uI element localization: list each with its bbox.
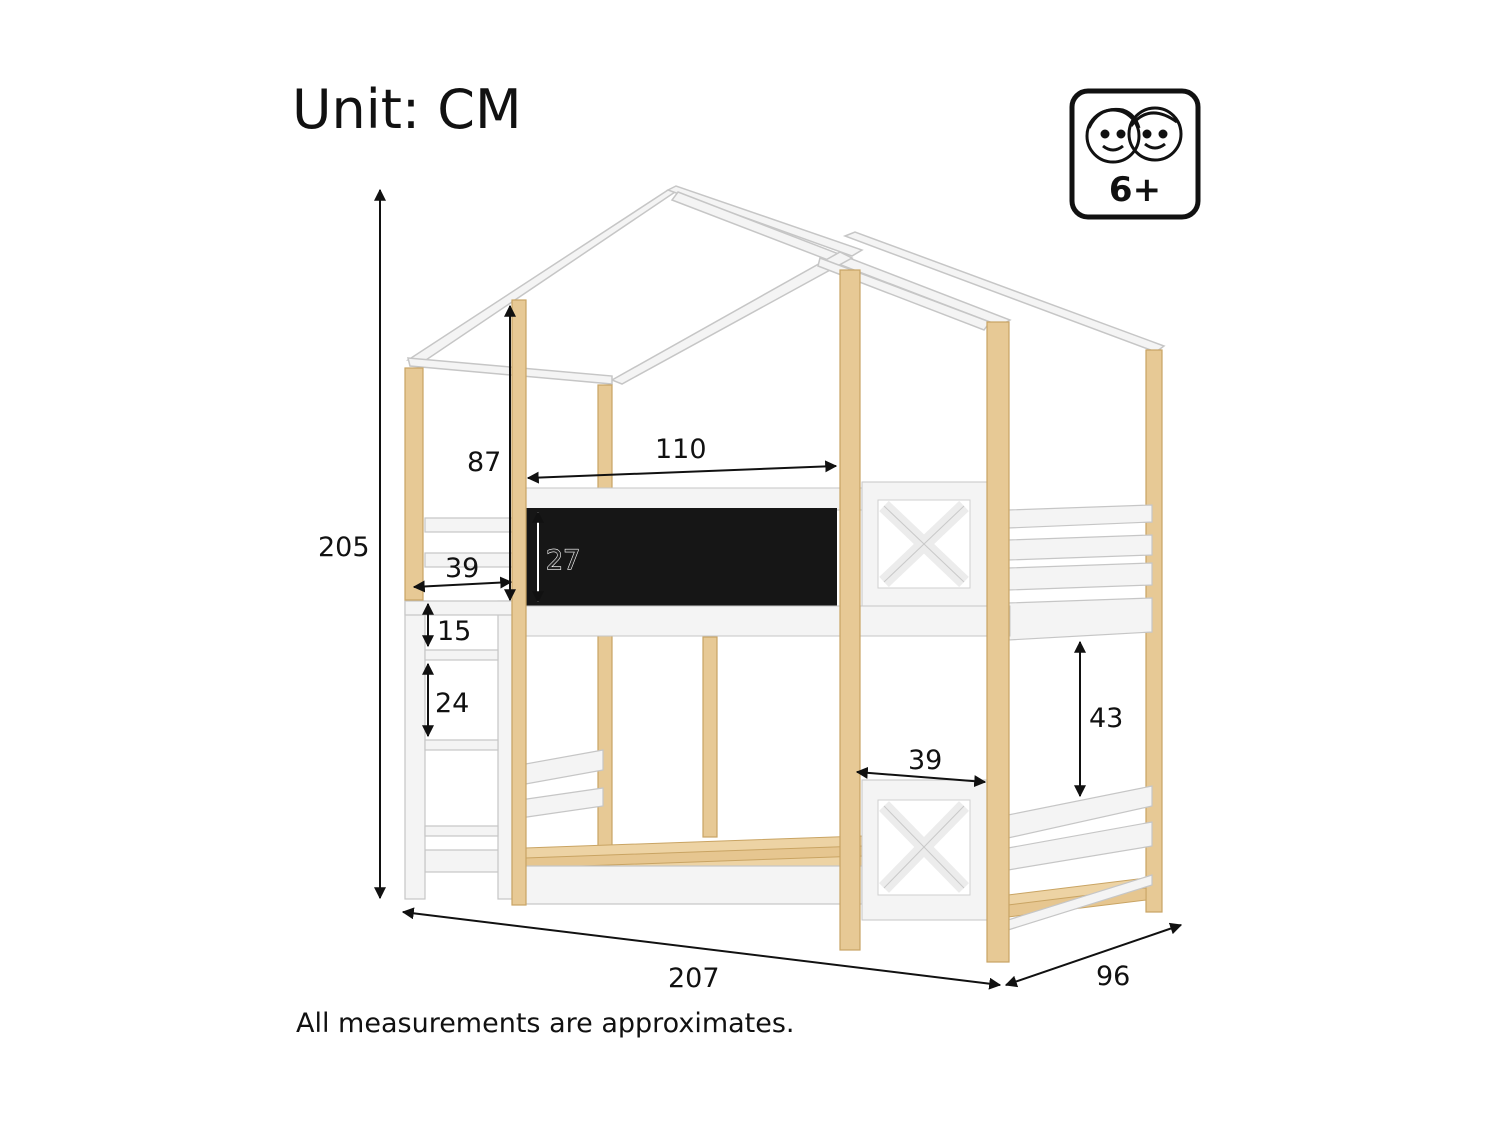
lower-x-panel	[861, 779, 988, 921]
dim-overall-depth: 96	[1096, 961, 1130, 992]
roof-frame	[405, 185, 1166, 385]
dim-top-step-spacing: 15	[437, 616, 471, 647]
two-children-faces-icon	[1085, 106, 1183, 164]
dim-upper-guard-height: 87	[467, 447, 501, 478]
dim-lower-guard-clearance: 43	[1089, 703, 1123, 734]
dim-lower-gap-width: 39	[908, 745, 942, 776]
upper-right-rails	[1007, 504, 1153, 641]
unit-title: Unit: CM	[292, 78, 522, 141]
dim-step-spacing: 24	[435, 688, 469, 719]
dim-blackboard-height: 27	[546, 545, 580, 576]
dim-upper-opening-width: 110	[655, 434, 707, 465]
footnote: All measurements are approximates.	[296, 1008, 795, 1039]
dim-ladder-width: 39	[445, 553, 479, 584]
age-badge-label: 6+	[1109, 170, 1161, 210]
dim-overall-length: 207	[668, 963, 720, 994]
blackboard	[525, 508, 837, 608]
age-badge: 6+	[1069, 88, 1201, 220]
upper-x-panel	[861, 481, 988, 607]
dim-overall-height: 205	[318, 532, 370, 563]
upper-front-board	[524, 487, 1011, 637]
dimension-lines	[374, 188, 1183, 990]
upper-left-guard	[424, 517, 516, 568]
